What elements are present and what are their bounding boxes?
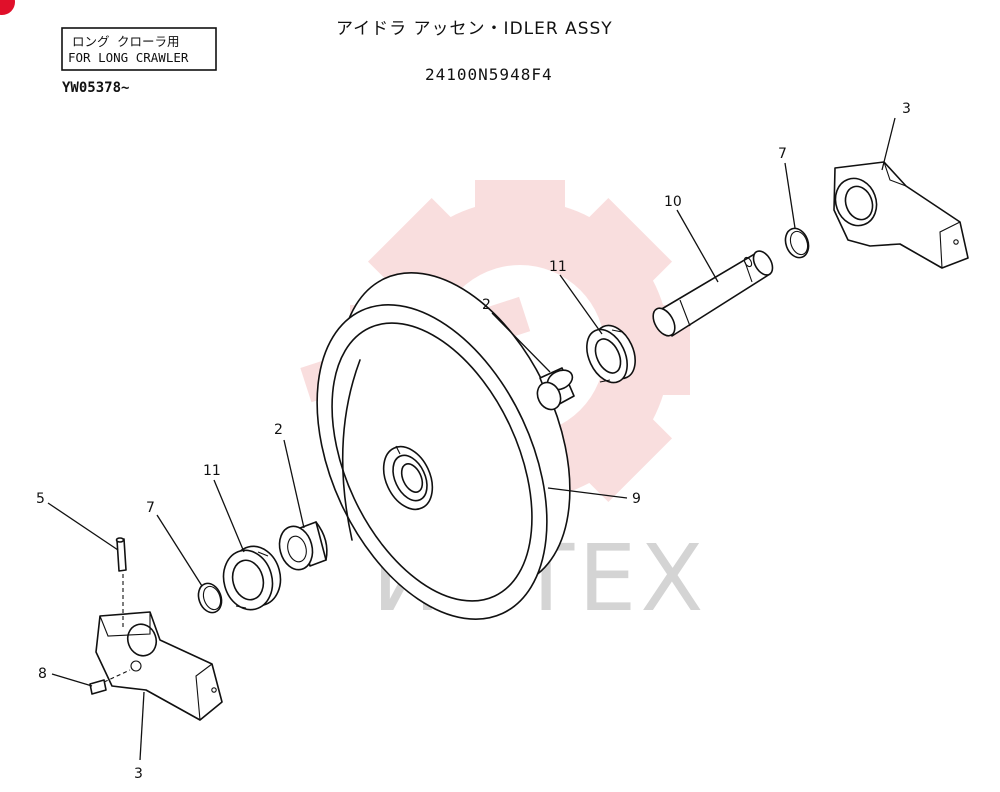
- part-2-bushing-right: [536, 367, 575, 411]
- callout-3-right: 3: [902, 101, 911, 117]
- callout-5: 5: [36, 491, 45, 507]
- part-11-seal-left: [222, 545, 282, 611]
- part-3-bracket-left: [95, 611, 223, 721]
- callout-9: 9: [632, 491, 641, 507]
- callout-7-left: 7: [146, 500, 155, 516]
- long-crawler-note-box: ロング クローラ用 FOR LONG CRAWLER: [61, 27, 217, 71]
- part-3-bracket-right: [833, 161, 969, 269]
- callout-3-left: 3: [134, 766, 143, 782]
- note-line-en: FOR LONG CRAWLER: [68, 50, 189, 65]
- callout-7-right: 7: [778, 146, 787, 162]
- part-7-snap-ring-left: [197, 582, 223, 614]
- assembly-title: アイドラ アッセン・IDLER ASSY: [336, 19, 613, 39]
- part-7-snap-ring-right: [784, 227, 810, 259]
- part-2-bushing-left: [278, 521, 328, 571]
- part-5-pin: [115, 537, 127, 630]
- part-11-seal-right: [586, 324, 636, 384]
- callout-11-left: 11: [203, 463, 221, 479]
- callout-8: 8: [38, 666, 47, 682]
- part-8-bolt: [89, 669, 131, 695]
- callout-2-right: 2: [482, 297, 491, 313]
- part-10-shaft: [652, 250, 774, 337]
- part-9-idler-wheel: [316, 272, 571, 620]
- part-number: 24100N5948F4: [425, 65, 553, 84]
- corner-mark: [0, 0, 15, 15]
- leader-lines: [47, 117, 896, 761]
- serial-range: YW05378~: [62, 80, 129, 96]
- note-line-jp: ロング クローラ用: [72, 34, 180, 49]
- callout-11-right: 11: [549, 259, 567, 275]
- callout-10: 10: [664, 194, 682, 210]
- callout-2-left: 2: [274, 422, 283, 438]
